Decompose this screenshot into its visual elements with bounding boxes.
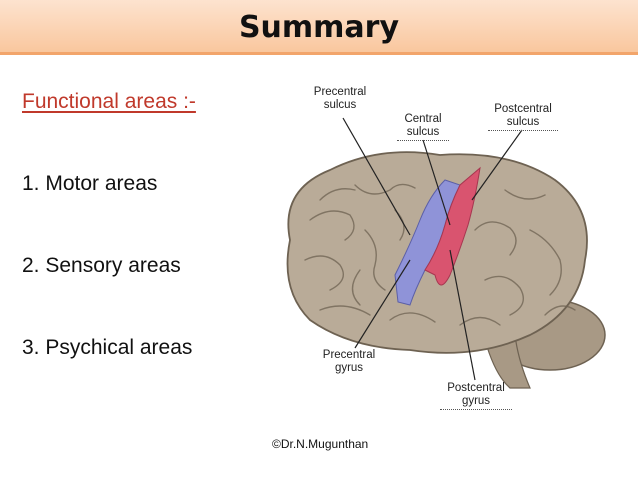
label-precentral-sulcus-line2: sulcus [323,99,357,111]
label-precentral-gyrus-line2: gyrus [334,362,364,374]
label-precentral-gyrus-line1: Precentral [322,349,376,361]
label-precentral-gyrus: Precentral gyrus [314,349,384,375]
copyright-credit: ©Dr.N.Mugunthan [272,437,369,451]
label-postcentral-sulcus-line2: sulcus [506,116,540,128]
list-item-motor: 1. Motor areas [22,172,158,195]
label-postcentral-gyrus-line2: gyrus [461,395,491,407]
label-central-sulcus-line2: sulcus [406,126,440,138]
sulci-texture [304,183,576,326]
brain-diagram [286,117,606,389]
postcentral-gyrus-region [424,166,481,286]
label-postcentral-sulcus: Postcentral sulcus [488,103,558,131]
list-item-sensory: 2. Sensory areas [22,254,181,277]
label-postcentral-sulcus-line1: Postcentral [494,103,552,115]
functional-areas-heading: Functional areas :- [22,90,196,113]
label-central-sulcus: Central sulcus [397,113,449,141]
label-precentral-sulcus-line1: Precentral [313,86,367,98]
pointer-lines [342,117,523,381]
label-central-sulcus-line1: Central [404,113,442,125]
slide-title: Summary [238,10,400,45]
list-item-psychical: 3. Psychical areas [22,336,193,359]
label-precentral-sulcus: Precentral sulcus [305,86,375,112]
label-postcentral-gyrus: Postcentral gyrus [440,382,512,410]
label-postcentral-gyrus-line1: Postcentral [447,382,505,394]
brain-stem [484,334,531,389]
title-bar [0,0,638,55]
